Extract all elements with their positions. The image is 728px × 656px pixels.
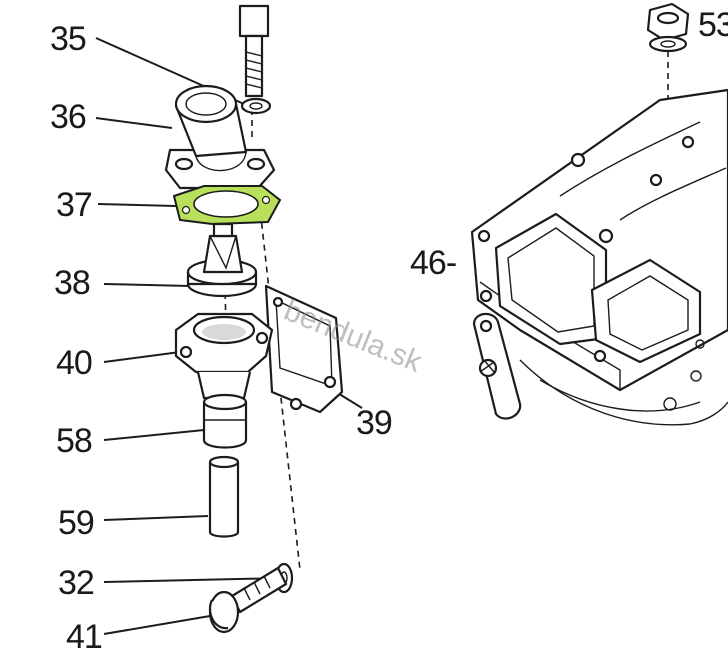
- callout-41: 41: [66, 618, 102, 656]
- callout-46: 46-: [410, 244, 456, 282]
- callout-37: 37: [56, 186, 92, 224]
- callout-40: 40: [56, 344, 92, 382]
- callout-53: 53: [698, 6, 728, 44]
- part-41-bolt: [208, 566, 288, 634]
- part-38-thermostat: [186, 222, 258, 298]
- part-58-connector: [202, 393, 248, 449]
- callout-35: 35: [50, 20, 86, 58]
- part-37-gasket-highlighted: [172, 185, 282, 226]
- callout-32: 32: [58, 564, 94, 602]
- callout-36: 36: [50, 98, 86, 136]
- part-46-cylinder-head: [470, 88, 728, 426]
- lifting-lug: [472, 312, 522, 420]
- callout-38: 38: [54, 264, 90, 302]
- callout-58: 58: [56, 422, 92, 460]
- part-40-housing: [174, 284, 344, 414]
- callout-39: 39: [356, 404, 392, 442]
- part-53-nut: [646, 2, 690, 53]
- part-59-pipe: [208, 455, 240, 538]
- part-35-bolt: [238, 4, 272, 115]
- callout-59: 59: [58, 504, 94, 542]
- part-36-elbow: [164, 84, 276, 190]
